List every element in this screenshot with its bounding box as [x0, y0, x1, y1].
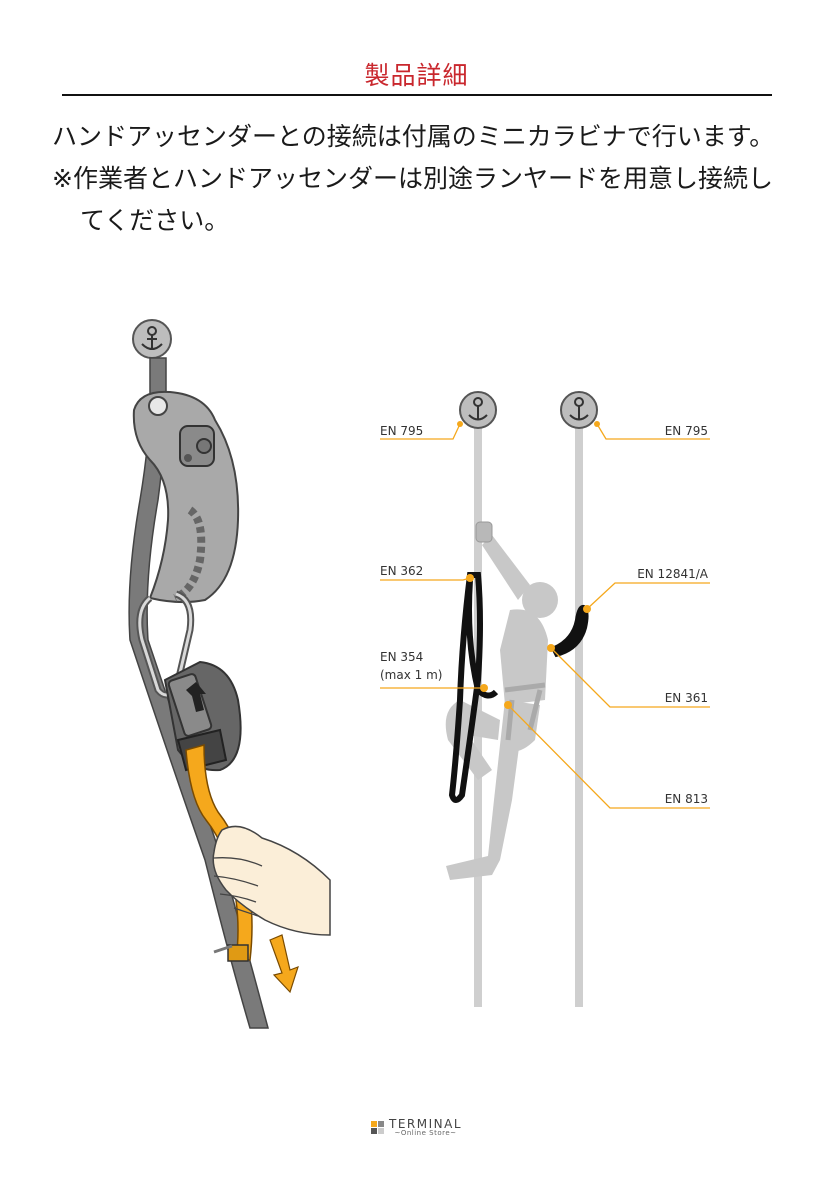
ascender-illustration — [128, 319, 331, 1029]
lanyard-en354 — [448, 572, 499, 803]
label-en354: EN 354 — [380, 650, 423, 664]
section-title: 製品詳細 — [364, 61, 469, 90]
brand-subtitle: ~Online Store~ — [394, 1129, 457, 1137]
standards-diagram: EN 795 EN 795 EN 362 EN 12841/A EN 354 (… — [380, 391, 710, 1007]
anchor-icon-main — [459, 391, 497, 429]
orange-strap — [185, 744, 253, 961]
terminal-logo-icon — [370, 1120, 385, 1135]
anchor-icon-left — [132, 319, 172, 359]
label-en813: EN 813 — [665, 792, 708, 806]
title-divider — [62, 94, 772, 96]
hand-illustration — [212, 825, 331, 936]
description-block: ハンドアッセンダーとの接続は付属のミニカラビナで行います。 ※作業者とハンドアッ… — [52, 116, 792, 242]
anchor-icon-backup — [560, 391, 598, 429]
rope-backup — [575, 425, 583, 1007]
description-text: ハンドアッセンダーとの接続は付属のミニカラビナで行います。 — [52, 122, 775, 151]
label-en795-right: EN 795 — [665, 424, 708, 438]
brand-name: TERMINAL — [388, 1117, 462, 1131]
footer-logo: TERMINAL ~Online Store~ — [0, 1118, 833, 1137]
label-en361: EN 361 — [665, 691, 708, 705]
label-en12841: EN 12841/A — [637, 567, 709, 581]
pull-direction-arrow — [269, 934, 299, 994]
note-text: ※作業者とハンドアッセンダーは別途ランヤードを用意し接続してください。 — [52, 164, 773, 235]
label-en795-left: EN 795 — [380, 424, 423, 438]
label-en354-note: (max 1 m) — [380, 668, 442, 682]
backup-device — [550, 604, 589, 658]
label-en362: EN 362 — [380, 564, 423, 578]
ascender-device — [132, 390, 240, 604]
